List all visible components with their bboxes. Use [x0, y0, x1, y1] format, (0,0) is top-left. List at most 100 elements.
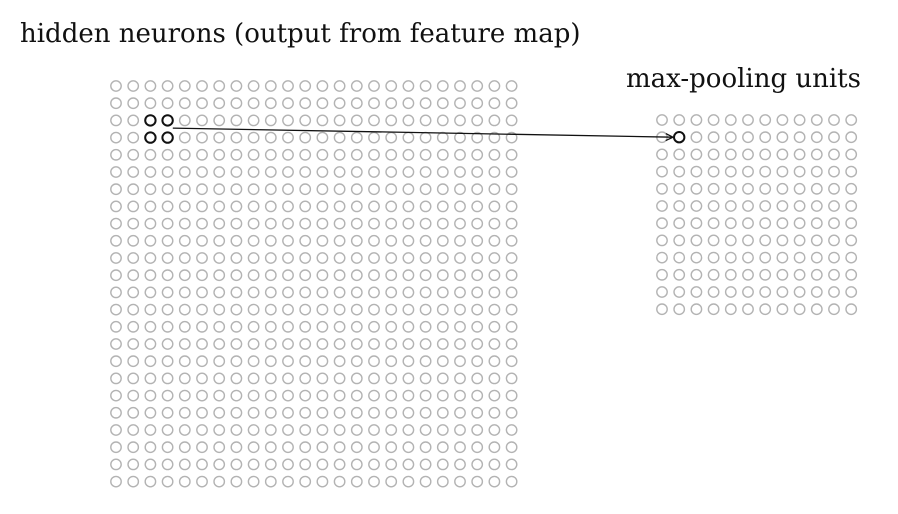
hidden-neuron [127, 183, 140, 196]
hidden-neuron [230, 166, 243, 178]
hidden-neuron [213, 148, 226, 161]
hidden-neuron-highlighted [144, 114, 157, 127]
hidden-neuron [178, 217, 191, 230]
hidden-neuron [161, 441, 174, 454]
hidden-neuron [368, 269, 380, 282]
hidden-neuron [419, 252, 432, 264]
pooling-unit [828, 286, 840, 298]
hidden-neuron [196, 269, 208, 282]
hidden-neuron [505, 183, 518, 196]
hidden-neuron [264, 166, 277, 178]
hidden-neuron [196, 200, 208, 213]
hidden-neuron [161, 458, 174, 471]
hidden-neuron [402, 320, 415, 333]
hidden-neuron [368, 114, 380, 127]
hidden-neuron [488, 97, 501, 110]
pooling-unit [690, 251, 703, 264]
hidden-neuron [454, 166, 466, 178]
hidden-neuron [350, 286, 363, 299]
hidden-neuron [505, 148, 518, 161]
hidden-neuron [316, 269, 329, 282]
hidden-neuron [419, 234, 432, 247]
hidden-neuron [333, 200, 346, 213]
pooling-unit [759, 217, 772, 230]
hidden-neuron [282, 217, 294, 230]
hidden-neuron [230, 234, 243, 247]
hidden-neuron [419, 406, 432, 419]
hidden-neuron [264, 200, 277, 213]
hidden-neuron [419, 355, 432, 368]
hidden-neuron [505, 97, 518, 110]
hidden-neuron [471, 200, 484, 213]
hidden-neuron [488, 131, 501, 144]
pooling-unit [673, 303, 686, 316]
hidden-neuron [196, 355, 208, 368]
hidden-neuron [505, 458, 518, 471]
hidden-neuron [454, 338, 466, 350]
hidden-neuron [230, 458, 243, 471]
pooling-unit [742, 217, 754, 230]
hidden-neuron [264, 475, 277, 488]
hidden-neuron [161, 148, 174, 161]
hidden-neuron [488, 338, 501, 350]
hidden-neuron [316, 441, 329, 454]
hidden-neuron [161, 389, 174, 402]
hidden-neuron [247, 217, 260, 230]
hidden-neuron [299, 338, 312, 350]
hidden-neuron [247, 252, 260, 264]
hidden-neuron [385, 458, 398, 471]
hidden-neuron [385, 217, 398, 230]
hidden-neuron [178, 131, 191, 144]
hidden-neuron [316, 320, 329, 333]
hidden-neuron [299, 148, 312, 161]
hidden-neuron [247, 406, 260, 419]
hidden-neuron [196, 372, 208, 385]
hidden-neuron [488, 252, 501, 264]
hidden-neuron [471, 338, 484, 350]
hidden-neuron [471, 217, 484, 230]
hidden-neuron [282, 338, 294, 350]
hidden-neuron [350, 200, 363, 213]
hidden-neuron [282, 114, 294, 127]
hidden-neuron [368, 303, 380, 316]
hidden-neuron [436, 372, 449, 385]
hidden-neuron [247, 355, 260, 368]
pooling-unit [793, 217, 806, 230]
hidden-neuron [196, 389, 208, 402]
pooling-unit [707, 148, 720, 161]
hidden-neuron [368, 234, 380, 247]
hidden-neuron [505, 217, 518, 230]
hidden-neuron [350, 320, 363, 333]
pooling-unit [828, 131, 840, 144]
hidden-neuron [299, 114, 312, 127]
hidden-neuron [230, 303, 243, 316]
hidden-neuron [110, 475, 122, 488]
pooling-unit [656, 165, 668, 178]
hidden-neuron [419, 200, 432, 213]
hidden-neuron [419, 303, 432, 316]
pooling-unit [793, 200, 806, 212]
hidden-neuron [127, 80, 140, 92]
hidden-neuron [454, 286, 466, 299]
hidden-neuron [333, 286, 346, 299]
hidden-neuron [488, 183, 501, 196]
hidden-neuron [110, 303, 122, 316]
hidden-neuron [196, 148, 208, 161]
hidden-neuron [419, 166, 432, 178]
hidden-neuron [419, 338, 432, 350]
hidden-neuron [282, 406, 294, 419]
hidden-neuron [505, 131, 518, 144]
pooling-unit [724, 268, 737, 281]
pooling-unit [724, 251, 737, 264]
hidden-neuron [385, 355, 398, 368]
pooling-unit [776, 148, 789, 161]
hidden-neuron [488, 200, 501, 213]
hidden-neuron [213, 338, 226, 350]
hidden-neuron [213, 97, 226, 110]
hidden-neuron [230, 269, 243, 282]
hidden-neuron [419, 458, 432, 471]
hidden-neuron [127, 166, 140, 178]
hidden-neuron [161, 406, 174, 419]
hidden-neuron [488, 475, 501, 488]
hidden-neuron [419, 441, 432, 454]
